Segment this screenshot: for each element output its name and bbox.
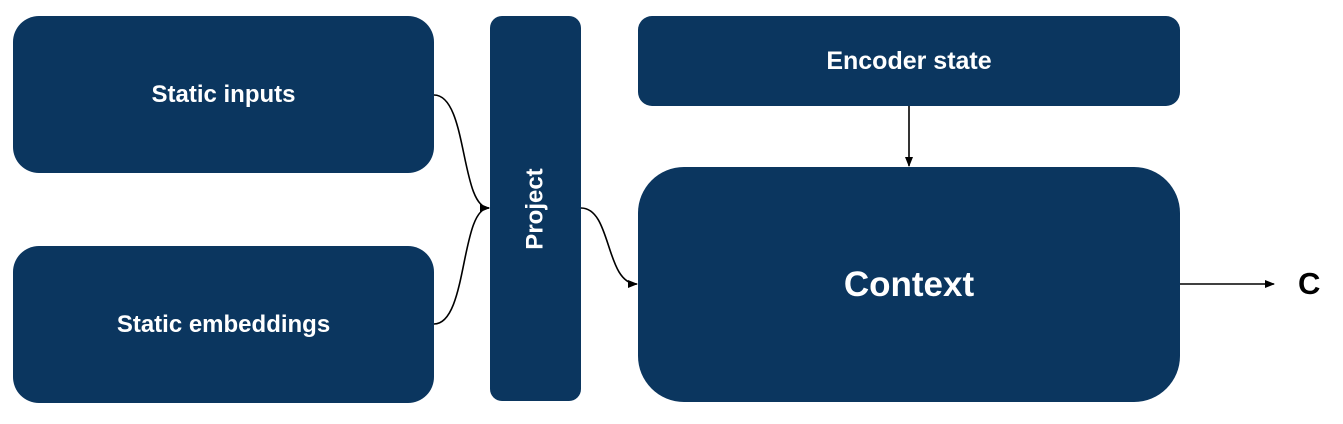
static-inputs-node: Static inputs [13, 16, 434, 173]
edge-static-embeddings-to-project [433, 204, 490, 325]
context-node: Context [638, 167, 1180, 402]
context-label: Context [843, 264, 975, 304]
encoder-state-label: Encoder state [826, 46, 992, 75]
edge-static-inputs-to-project [433, 94, 490, 212]
encoder-state-node: Encoder state [638, 16, 1180, 106]
static-embeddings-label: Static embeddings [116, 310, 331, 338]
project-node: Project [490, 16, 581, 401]
output-label: C [1298, 266, 1321, 301]
static-embeddings-node: Static embeddings [13, 246, 434, 403]
project-label: Project [521, 167, 549, 250]
static-inputs-label: Static inputs [151, 80, 296, 108]
edge-project-to-context [580, 207, 638, 288]
